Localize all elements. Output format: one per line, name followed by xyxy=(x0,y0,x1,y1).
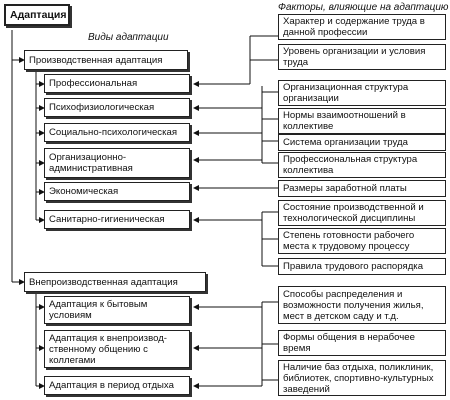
item-label: Психофизиологическая xyxy=(49,102,155,113)
production-adaptation-node: Производственная адаптация xyxy=(24,50,188,70)
factor-box: Наличие баз отдыха, поликлиник, библиоте… xyxy=(278,360,446,396)
factor-label: Нормы взаимоотношений в коллективе xyxy=(283,110,406,132)
factor-label: Формы общения в нерабочее время xyxy=(283,332,415,354)
production-item-economic: Экономическая xyxy=(44,182,190,201)
factors-header: Факторы, влияющие на адаптацию xyxy=(278,2,449,13)
production-adaptation-label: Производственная адаптация xyxy=(29,54,163,66)
nonproduction-item-leisure: Адаптация в период отдыха xyxy=(44,376,190,395)
factor-label: Система организации труда xyxy=(283,137,408,148)
factor-label: Профессиональная структура коллектива xyxy=(283,154,418,176)
factor-label: Размеры заработной платы xyxy=(283,183,407,194)
factor-box: Правила трудового распорядка xyxy=(278,258,446,275)
nonproduction-adaptation-node: Внепроизводственная адаптация xyxy=(24,272,206,292)
factor-box: Характер и содержание труда в данной про… xyxy=(278,14,446,40)
factor-label: Характер и содержание труда в данной про… xyxy=(283,16,425,38)
factor-label: Наличие баз отдыха, поликлиник, библиоте… xyxy=(283,361,434,395)
factor-label: Степень готовности рабочего места к труд… xyxy=(283,230,415,252)
production-item-organizational: Организационно-административная xyxy=(44,148,190,178)
item-label: Социально-психологическая xyxy=(49,127,178,138)
factor-box: Размеры заработной платы xyxy=(278,180,446,197)
item-label: Санитарно-гигиеническая xyxy=(49,214,165,225)
production-item-psychophysiological: Психофизиологическая xyxy=(44,98,190,117)
factor-box: Уровень организации и условия труда xyxy=(278,44,446,70)
factor-box: Нормы взаимоотношений в коллективе xyxy=(278,108,446,134)
factor-box: Профессиональная структура коллектива xyxy=(278,152,446,178)
item-label: Адаптация в период отдыха xyxy=(49,380,174,391)
factor-label: Способы распределения и возможности полу… xyxy=(283,288,424,322)
item-label: Организационно-административная xyxy=(49,152,133,174)
factor-box: Организационная структура организации xyxy=(278,80,446,106)
factor-box: Степень готовности рабочего места к труд… xyxy=(278,228,446,254)
production-item-sanitary: Санитарно-гигиеническая xyxy=(44,210,190,229)
factor-box: Система организации труда xyxy=(278,134,446,151)
types-header: Виды адаптации xyxy=(88,32,169,43)
factor-box: Формы общения в нерабочее время xyxy=(278,330,446,356)
item-label: Адаптация к внепроизвод-ственному общени… xyxy=(49,332,167,366)
root-node: Адаптация xyxy=(4,4,70,26)
production-item-professional: Профессиональная xyxy=(44,74,190,93)
nonproduction-item-household: Адаптация к бытовым условиям xyxy=(44,296,190,324)
factor-label: Уровень организации и условия труда xyxy=(283,46,426,68)
nonproduction-item-communication: Адаптация к внепроизвод-ственному общени… xyxy=(44,330,190,368)
production-item-sociopsychological: Социально-психологическая xyxy=(44,123,190,142)
item-label: Экономическая xyxy=(49,186,119,197)
factor-label: Правила трудового распорядка xyxy=(283,261,424,272)
factor-label: Состояние производственной и технологиче… xyxy=(283,202,424,224)
nonproduction-adaptation-label: Внепроизводственная адаптация xyxy=(29,276,178,288)
factor-box: Состояние производственной и технологиче… xyxy=(278,200,446,226)
factor-box: Способы распределения и возможности полу… xyxy=(278,286,446,324)
factor-label: Организационная структура организации xyxy=(283,82,409,104)
root-label: Адаптация xyxy=(10,8,67,21)
item-label: Профессиональная xyxy=(49,78,138,89)
item-label: Адаптация к бытовым условиям xyxy=(49,299,148,321)
